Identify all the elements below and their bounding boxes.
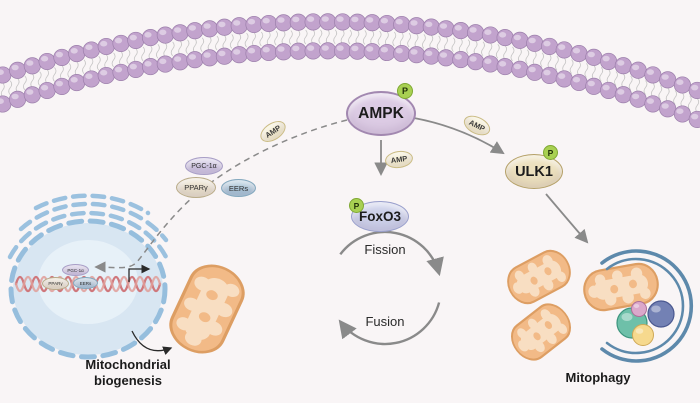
mitochondrion-damaged (579, 259, 663, 315)
mitophagy-label: Mitophagy (565, 370, 631, 385)
ppar-gamma-node-nucleus: PPARγ (42, 277, 69, 290)
foxo3-node: FoxO3 (351, 201, 409, 232)
eers-node: EERs (221, 179, 256, 197)
mitochondrion-biogenesis (161, 255, 253, 363)
phosphate-badge-foxo3: P (349, 198, 364, 213)
fusion-cycle-arrow (338, 302, 441, 346)
transcription-start-arrow (128, 264, 151, 282)
pgc1a-node-nucleus: PGC-1α (62, 264, 89, 276)
er-stack-arc-2 (18, 201, 169, 243)
ppar-gamma-node: PPARγ (176, 177, 216, 198)
ulk1-node: ULK1 (505, 154, 563, 189)
eers-node-nucleus: EERs (73, 277, 98, 289)
fission-label: Fission (364, 242, 406, 257)
mitochondrion-free-bottom (503, 296, 579, 368)
cargo-vesicle-yellow (632, 324, 654, 346)
er-stack-arc-1 (7, 210, 169, 260)
foxo3-label: FoxO3 (358, 209, 401, 224)
nucleus-to-mitochondrion-arrow (131, 330, 173, 356)
ampk-to-nucleus-dashed-arrow (94, 119, 348, 273)
cargo-vesicle-indigo (647, 300, 675, 328)
ampk-to-ulk1-arrow (413, 117, 505, 155)
phagophore-inner-membrane (605, 257, 685, 355)
fusion-label: Fusion (365, 314, 405, 329)
mitochondrion-free-top (500, 243, 578, 311)
lipid-bilayer-membrane (0, 13, 700, 128)
phagophore-outer-membrane (600, 249, 694, 363)
pgc1a-node: PGC-1α (185, 157, 223, 175)
cargo-vesicle-pink (631, 301, 647, 317)
er-stack-arc-3 (33, 193, 151, 216)
ulk1-to-mitophagy-arrow (545, 193, 589, 244)
ampk-label: AMPK (358, 104, 404, 122)
phosphate-badge-ampk: P (397, 83, 413, 99)
phosphate-badge-ulk1: P (543, 145, 558, 160)
ulk1-label: ULK1 (515, 163, 553, 180)
autophagosome (579, 249, 694, 363)
mitochondrial-biogenesis-label: Mitochondrial biogenesis (85, 357, 171, 389)
nuclear-envelope (8, 218, 168, 360)
fission-cycle-arrow (339, 230, 444, 277)
